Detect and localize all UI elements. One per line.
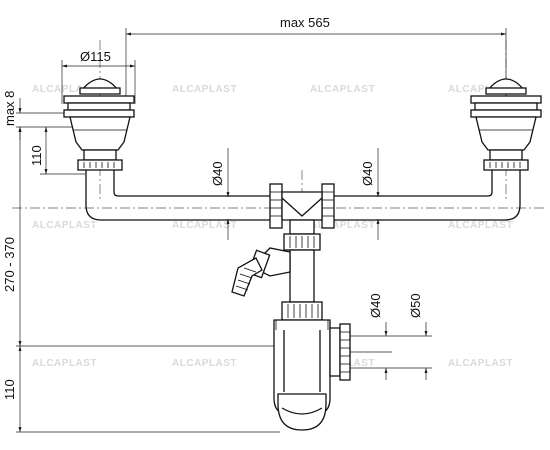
label-pipe-diameter-right: Ø40 (360, 161, 375, 186)
label-strainer-diameter: Ø115 (80, 49, 111, 64)
label-outlet-diameter: Ø40 (368, 293, 383, 318)
outlet-connector (329, 323, 351, 381)
watermark: ALCAPLAST (32, 358, 97, 369)
label-total-height: 270 - 370 (2, 237, 17, 292)
dimension-labels: max 565 Ø115 max 8 110 270 - 370 110 Ø40… (2, 15, 423, 400)
watermark: ALCAPLAST (448, 220, 513, 231)
watermark: ALCAPLAST (172, 358, 237, 369)
watermark: ALCAPLAST (32, 84, 97, 95)
right-strainer (470, 78, 542, 171)
watermark: ALCAPLAST (32, 220, 97, 231)
watermark: ALCAPLAST (310, 220, 375, 231)
label-outlet-diameter-outer: Ø50 (408, 293, 423, 318)
label-height-offset: max 8 (2, 91, 17, 126)
watermark: ALCAPLAST (172, 84, 237, 95)
watermark: ALCAPLAST (448, 358, 513, 369)
dimension-lines (18, 32, 506, 432)
connecting-pipe (85, 170, 521, 221)
watermark: ALCAPLAST (448, 84, 513, 95)
appliance-spigot (231, 247, 291, 297)
vertical-tube (281, 233, 323, 321)
label-pipe-diameter-left: Ø40 (210, 161, 225, 186)
watermark: ALCAPLAST (310, 84, 375, 95)
tee-junction (269, 183, 335, 235)
bottle-trap (273, 319, 331, 431)
label-strainer-to-pipe: 110 (29, 145, 44, 166)
label-overall-width: max 565 (280, 15, 330, 30)
left-strainer (63, 78, 135, 171)
label-bottom-height: 110 (2, 379, 17, 400)
watermark: ALCAPLAST (172, 220, 237, 231)
